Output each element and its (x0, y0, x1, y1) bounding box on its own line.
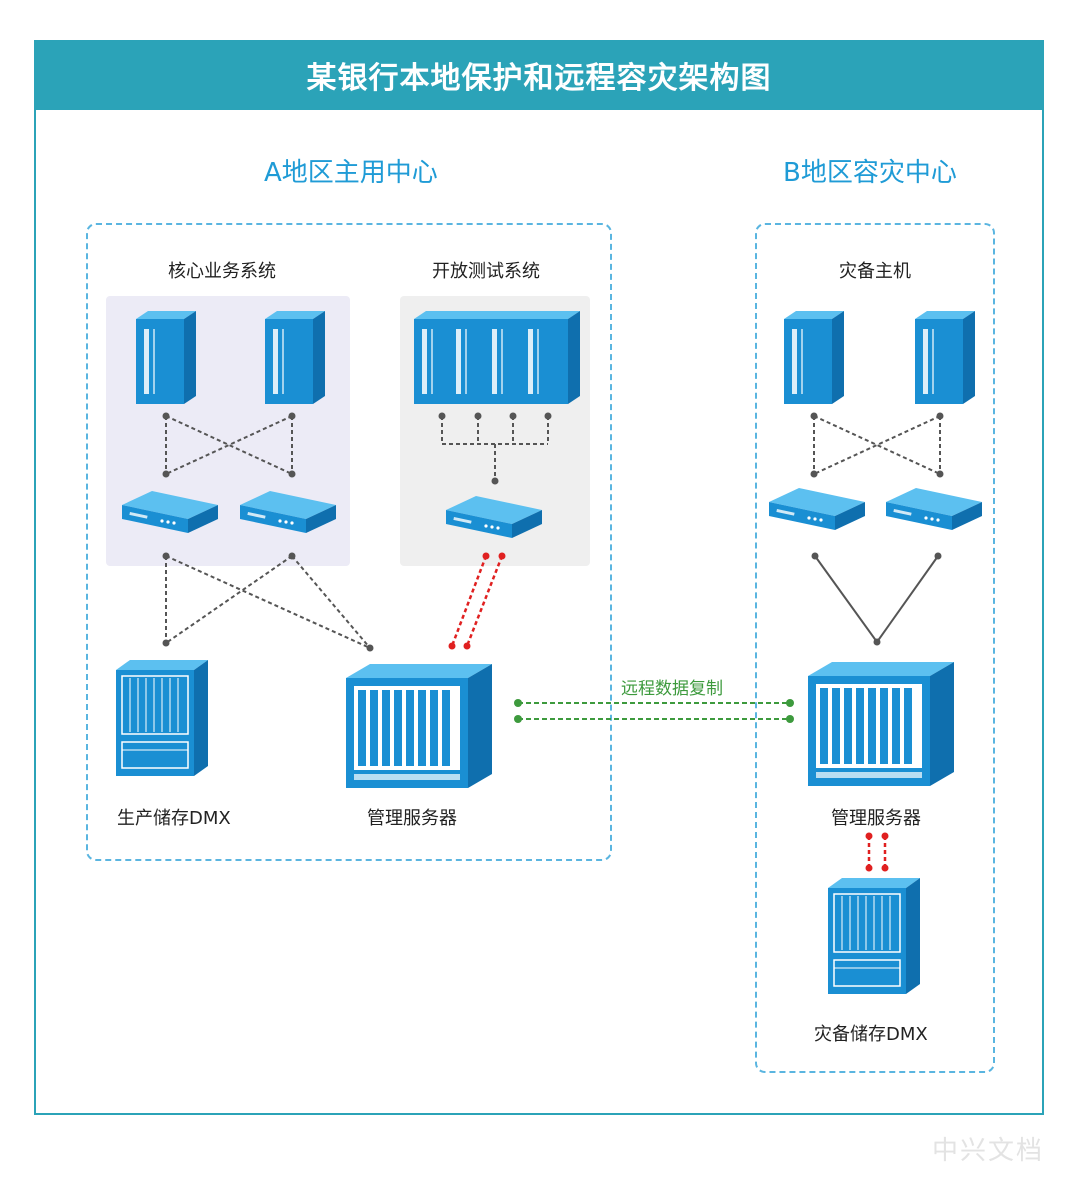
core-server-2-icon (265, 311, 325, 404)
backup-host-label: 灾备主机 (839, 261, 911, 282)
test-switch-icon (446, 496, 542, 538)
region-b-title: B地区容灾中心 (783, 158, 957, 188)
watermark: 中兴文档 (931, 1136, 1044, 1166)
core-switch-1-icon (122, 491, 218, 533)
region-a-title: A地区主用中心 (264, 158, 438, 188)
backup-switch-2-icon (886, 488, 982, 530)
backup-server-1-icon (784, 311, 844, 404)
mgmt-server-b-icon (808, 662, 954, 786)
prod-storage-icon (115, 659, 209, 777)
test-system-label: 开放测试系统 (432, 261, 540, 282)
region-b-box (755, 223, 995, 1073)
core-server-1-icon (136, 311, 196, 404)
diagram-title: 某银行本地保护和远程容灾架构图 (34, 40, 1044, 110)
core-switch-2-icon (240, 491, 336, 533)
backup-storage-label: 灾备储存DMX (814, 1024, 928, 1045)
mgmt-server-a-icon (346, 664, 492, 788)
prod-storage-label: 生产储存DMX (117, 808, 231, 829)
region-a-box (86, 223, 612, 861)
core-system-label: 核心业务系统 (168, 261, 276, 282)
backup-storage-icon (827, 877, 921, 995)
mgmt-server-a-label: 管理服务器 (367, 808, 457, 829)
test-server-4-icon (520, 311, 580, 404)
backup-server-2-icon (915, 311, 975, 404)
replication-label: 远程数据复制 (621, 679, 723, 699)
backup-switch-1-icon (769, 488, 865, 530)
mgmt-server-b-label: 管理服务器 (831, 808, 921, 829)
